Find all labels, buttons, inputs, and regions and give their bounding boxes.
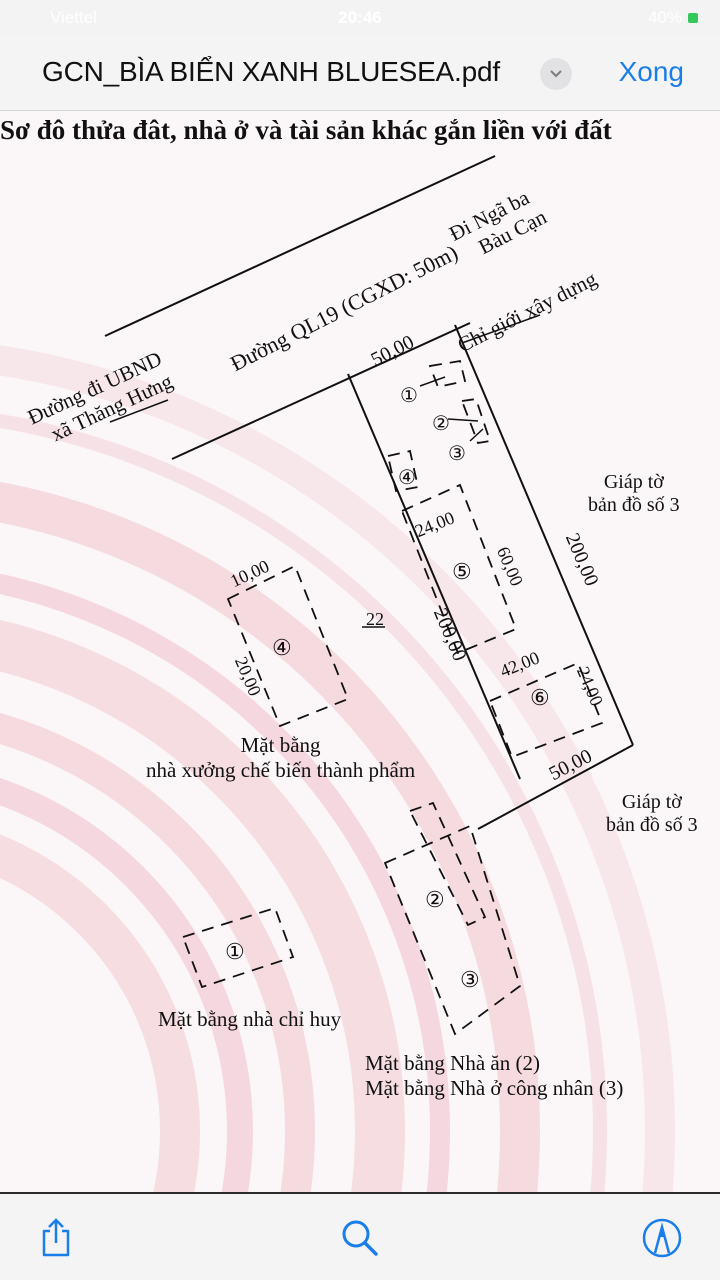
legend-workshop-line1: Mặt bằng (240, 733, 321, 757)
marker-2-small: ② (432, 413, 450, 435)
chevron-down-icon[interactable] (540, 58, 572, 90)
marker-2-canteen: ② (425, 887, 445, 912)
marker-6: ⑥ (530, 685, 550, 710)
battery-percent: 40% (647, 8, 682, 27)
marker-4-workshop: ④ (272, 635, 292, 660)
marker-5: ⑤ (452, 559, 472, 584)
neighbor-south: Giáp tờ bản đồ số 3 (606, 791, 698, 837)
document-title[interactable]: GCN_BÌA BIỂN XANH BLUESEA.pdf (42, 56, 500, 87)
watermark-pattern (0, 155, 675, 1193)
legend-command: Mặt bằng nhà chỉ huy (158, 1007, 342, 1031)
neighbor-east-line1: Giáp tờ (603, 471, 664, 493)
clock: 20:46 (338, 8, 382, 27)
carrier-label: Viettel (50, 8, 97, 27)
neighbor-south-line2: bản đồ số 3 (606, 814, 698, 836)
neighbor-south-line1: Giáp tờ (621, 791, 682, 813)
marker-3-dorm: ③ (460, 967, 480, 992)
markup-icon[interactable] (640, 1216, 684, 1260)
marker-1-small: ① (400, 385, 418, 407)
search-icon[interactable] (338, 1216, 382, 1260)
legend-workshop-line2: nhà xưởng chế biến thành phẩm (146, 758, 416, 782)
share-icon[interactable] (34, 1216, 78, 1260)
neighbor-east: Giáp tờ bản đồ số 3 (588, 471, 680, 517)
legend-workshop: Mặt bằng nhà xưởng chế biến thành phẩm (146, 733, 415, 783)
battery-icon (688, 13, 698, 23)
diagram-heading: Sơ đô thửa đât, nhà ở và tài sản khác gắ… (0, 115, 612, 145)
legend-canteen: Mặt bằng Nhà ăn (2) (365, 1051, 540, 1075)
marker-3-small: ③ (448, 443, 466, 465)
marker-1-command: ① (225, 939, 245, 964)
done-button[interactable]: Xong (618, 56, 684, 87)
parcel-number: 22 (366, 609, 384, 629)
battery-indicator: 40% (648, 8, 698, 28)
nav-bar: GCN_BÌA BIỂN XANH BLUESEA.pdf Xong (0, 36, 720, 111)
legend-dorm: Mặt bằng Nhà ở công nhân (3) (365, 1076, 624, 1100)
bottom-toolbar (0, 1192, 720, 1280)
marker-4-small: ④ (398, 467, 416, 489)
neighbor-east-line2: bản đồ số 3 (588, 494, 680, 516)
status-bar: Viettel 20:46 40% (0, 0, 720, 36)
pdf-page[interactable]: Sơ đô thửa đât, nhà ở và tài sản khác gắ… (0, 111, 720, 1193)
